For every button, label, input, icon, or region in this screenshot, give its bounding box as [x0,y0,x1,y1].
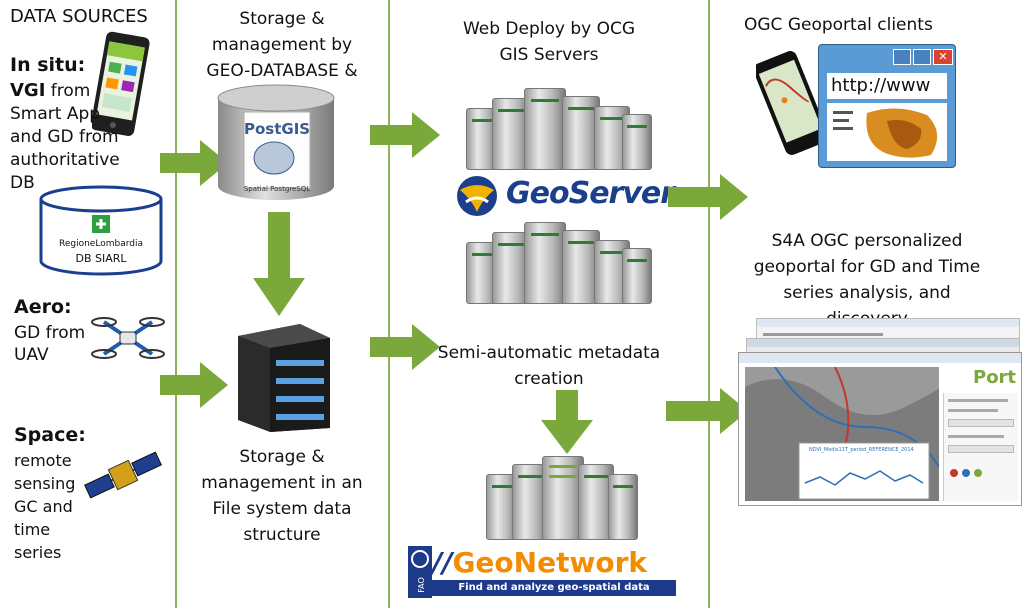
vgi-bold: VGI [10,80,46,101]
divider-3 [708,0,710,608]
geonetwork-logo: //GeoNetwork [432,546,676,580]
space-line-1: remote [14,451,72,470]
fs-storage-line-2: management in an [201,473,363,493]
portal-logo: Port [973,367,1017,388]
db-storage-line-1: Storage & [239,9,325,29]
portal-screenshot-front: NDVI_Modis11T_period_REFERENCE_2014 Port [738,352,1022,506]
browser-minimize-icon[interactable] [893,49,911,65]
data-sources-title: DATA SOURCES [10,6,148,27]
fs-storage-line-3: File system data [212,499,352,519]
portal-map [745,366,940,501]
arrow-geoserver-to-clients [668,174,748,220]
vgi-rest: from [45,81,91,101]
space-line-4: time [14,520,51,539]
metadata-line-1: Semi-automatic metadata [437,343,661,363]
browser-maximize-icon[interactable] [913,49,931,65]
portal-chart-title: NDVI_Modis11T_period_REFERENCE_2014 [809,447,914,453]
deploy-line-2: GIS Servers [499,45,599,65]
arrow-geonetwork-to-portal [666,388,748,434]
s4a-line-1: S4A OGC personalized [771,231,963,251]
geoserver-globe-icon [452,172,502,220]
space-line-2: sensing [14,474,76,493]
fs-storage-line-4: structure [243,525,321,545]
s4a-line-2: geoportal for GD and Time [753,257,981,277]
divider-1 [175,0,177,608]
space-heading: Space: [14,424,86,446]
database-icon [38,185,164,277]
fao-logo-icon: FAO [408,546,432,598]
browser-map-view [827,103,947,161]
db-storage-line-2: management by [211,35,353,55]
metadata-line-2: creation [514,369,584,389]
vgi-line-3: authoritative [10,150,120,170]
db-storage-line-3: GEO-DATABASE & [206,61,358,81]
vgi-line-1: Smart App [10,104,101,124]
vgi-line-4: DB [10,173,35,193]
aero-heading: Aero: [14,296,72,318]
space-line-3: GC and [14,497,73,516]
vgi-line: VGI from [10,80,90,102]
aero-line-1: GD from [14,323,86,343]
fs-storage-line-1: Storage & [239,447,325,467]
browser-url: http://www [831,75,931,96]
vgi-line-2: and GD from [10,127,119,147]
server-cluster-middle [466,220,656,304]
postgis-logo: PostGIS [244,120,311,138]
space-line-5: series [14,543,62,562]
db-label-2: DB SIARL [75,252,127,265]
browser-close-icon[interactable]: ✕ [933,49,953,65]
divider-2 [388,0,390,608]
arrow-fs-to-metadata [370,324,440,370]
geonetwork-tagline-bar [432,580,676,596]
clients-title: OGC Geoportal clients [744,15,933,35]
server-cluster-top [466,86,656,170]
browser-window: ✕ http://www [818,44,956,168]
geoserver-logo: GeoServer [506,176,675,211]
deploy-line-1: Web Deploy by OCG [462,19,636,39]
server-cluster-bottom [486,456,638,540]
file-server-icon [230,322,334,434]
aero-line-2: UAV [14,345,49,365]
geonetwork-prefix: // [432,546,453,579]
postgis-sub: Spatial PostgreSQL [243,185,311,193]
arrow-insitu-to-db [160,140,228,186]
arrow-db-to-geoserver [370,112,440,158]
drone-icon [90,310,166,366]
geonetwork-tagline: Find and analyze geo-spatial data [458,582,650,593]
smartphone-icon [90,30,150,140]
postgis-database-icon [214,82,338,204]
in-situ-heading: In situ: [10,54,86,76]
arrow-sensors-to-fs [160,362,228,408]
browser-address-bar[interactable]: http://www [827,73,947,99]
smartphone-map-icon [753,48,829,158]
s4a-line-3: series analysis, and [783,283,951,303]
portal-side-panel [943,393,1018,501]
arrow-metadata-down [541,390,593,454]
arrow-db-to-fs [253,212,305,316]
svg-text:FAO: FAO [417,577,426,593]
db-label-1: RegioneLombardia [59,239,143,249]
satellite-icon [82,444,164,506]
geonetwork-name: GeoNetwork [452,546,648,579]
